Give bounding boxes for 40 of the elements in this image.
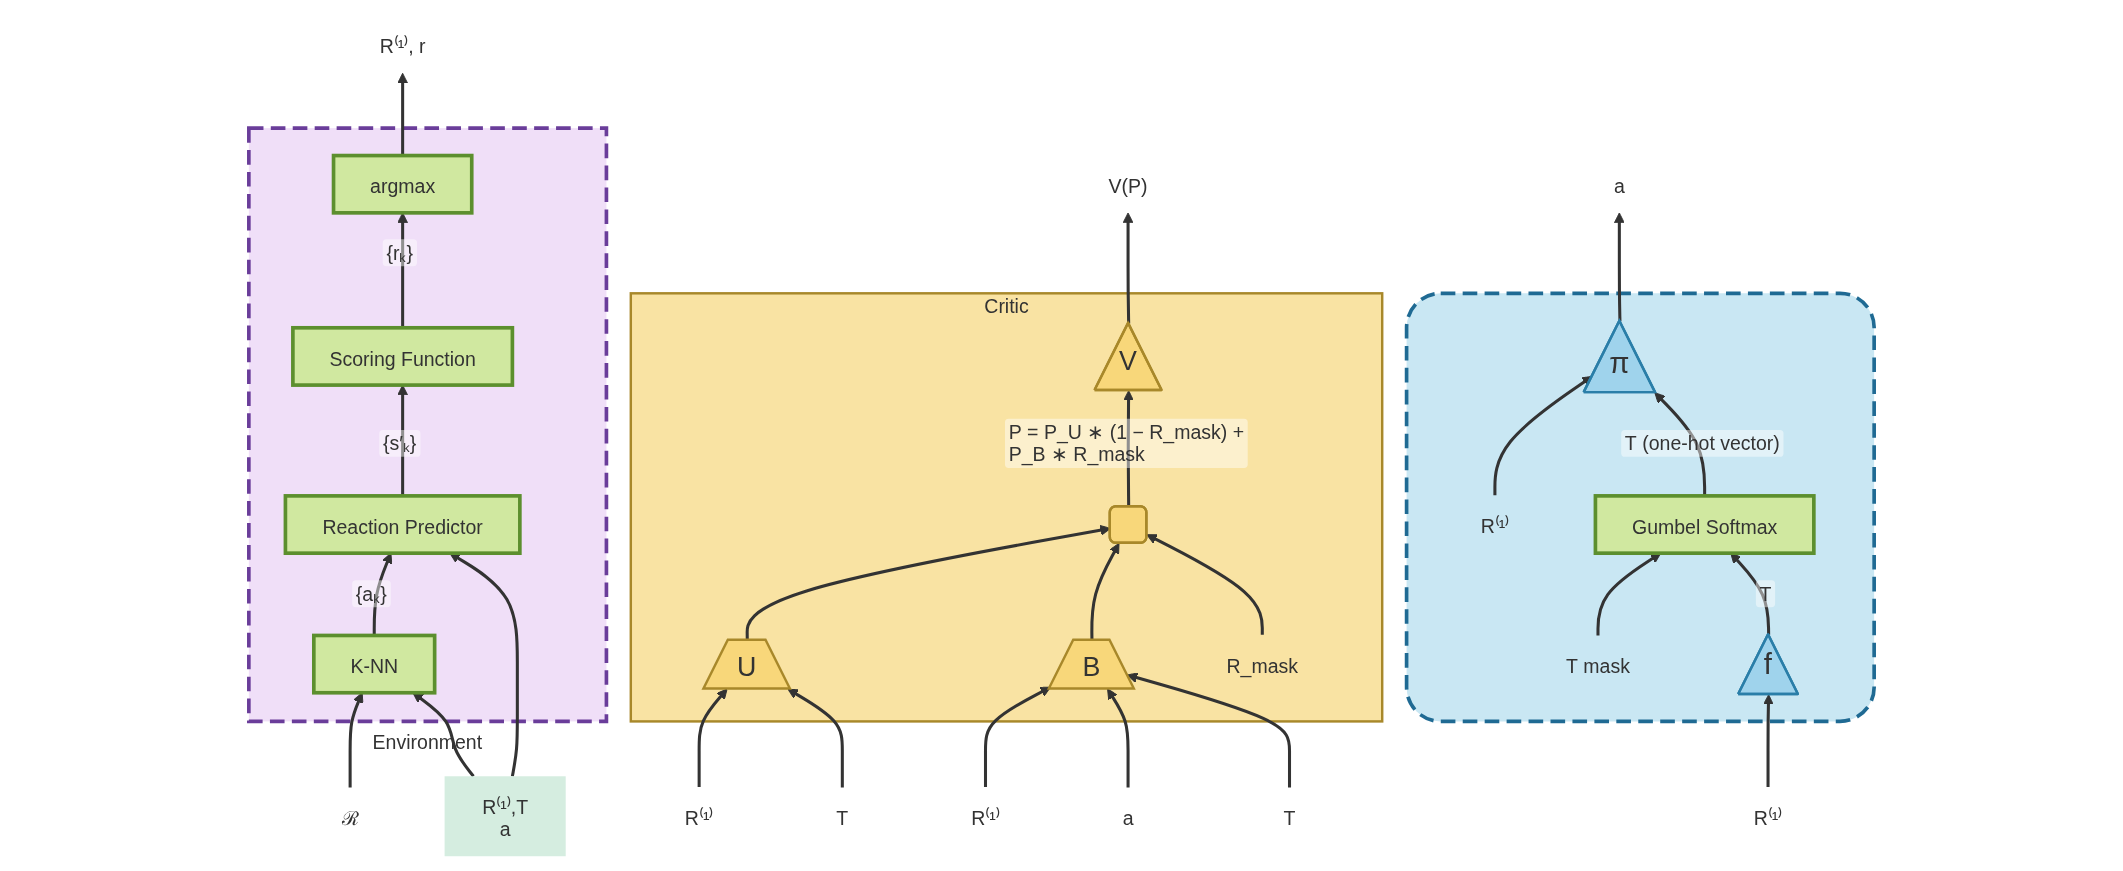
- edge-label: T (one-hot vector): [1624, 432, 1780, 455]
- edge-label: T: [1759, 582, 1772, 605]
- edge-label: {aₖ}: [355, 582, 387, 605]
- node-box: Gumbel Softmax: [1593, 494, 1816, 555]
- arrow: [1614, 212, 1625, 322]
- node-text: T mask: [1566, 655, 1630, 678]
- arrow: [348, 692, 364, 788]
- node-text: R⁽¹⁾: [1753, 806, 1783, 829]
- arrow: [397, 72, 408, 156]
- cluster: [247, 126, 609, 724]
- node-box: R⁽¹⁾,T a: [444, 776, 566, 857]
- arrow: [1146, 534, 1264, 635]
- edge-label: P = P_U ∗ (1 − R_mask) + P_B ∗ R_mask: [1008, 421, 1245, 465]
- arrow: [397, 212, 408, 328]
- node-text: R⁽¹⁾, r: [379, 34, 426, 57]
- arrow: [983, 686, 1051, 787]
- arrow: [1122, 212, 1134, 324]
- node-text: V(P): [1108, 175, 1148, 198]
- node-text: R_mask: [1226, 654, 1299, 677]
- arrow: [787, 688, 844, 788]
- node-box: argmax: [331, 153, 474, 215]
- node-box: Reaction Predictor: [283, 494, 522, 555]
- edge-label: {rₖ}: [386, 241, 413, 264]
- arrow: [697, 688, 728, 787]
- edge-label: {s′ₖ}: [382, 432, 417, 455]
- node-text: R⁽¹⁾: [1480, 515, 1510, 538]
- node-text: a: [1122, 807, 1134, 830]
- node-text: R⁽¹⁾: [684, 806, 714, 829]
- arrow: [1763, 694, 1774, 787]
- cluster: [1404, 291, 1876, 724]
- node-text: R⁽¹⁾: [971, 806, 1000, 829]
- node-text: ℛ: [341, 807, 359, 830]
- arrow: [1654, 392, 1707, 496]
- node-text: T: [836, 807, 849, 830]
- node-box: Scoring Function: [291, 325, 515, 387]
- node-box: K-NN: [312, 633, 437, 695]
- node-text: a: [1613, 175, 1625, 198]
- arrow: [1107, 688, 1130, 788]
- node-text: T: [1283, 807, 1296, 830]
- arrow: [1123, 390, 1134, 507]
